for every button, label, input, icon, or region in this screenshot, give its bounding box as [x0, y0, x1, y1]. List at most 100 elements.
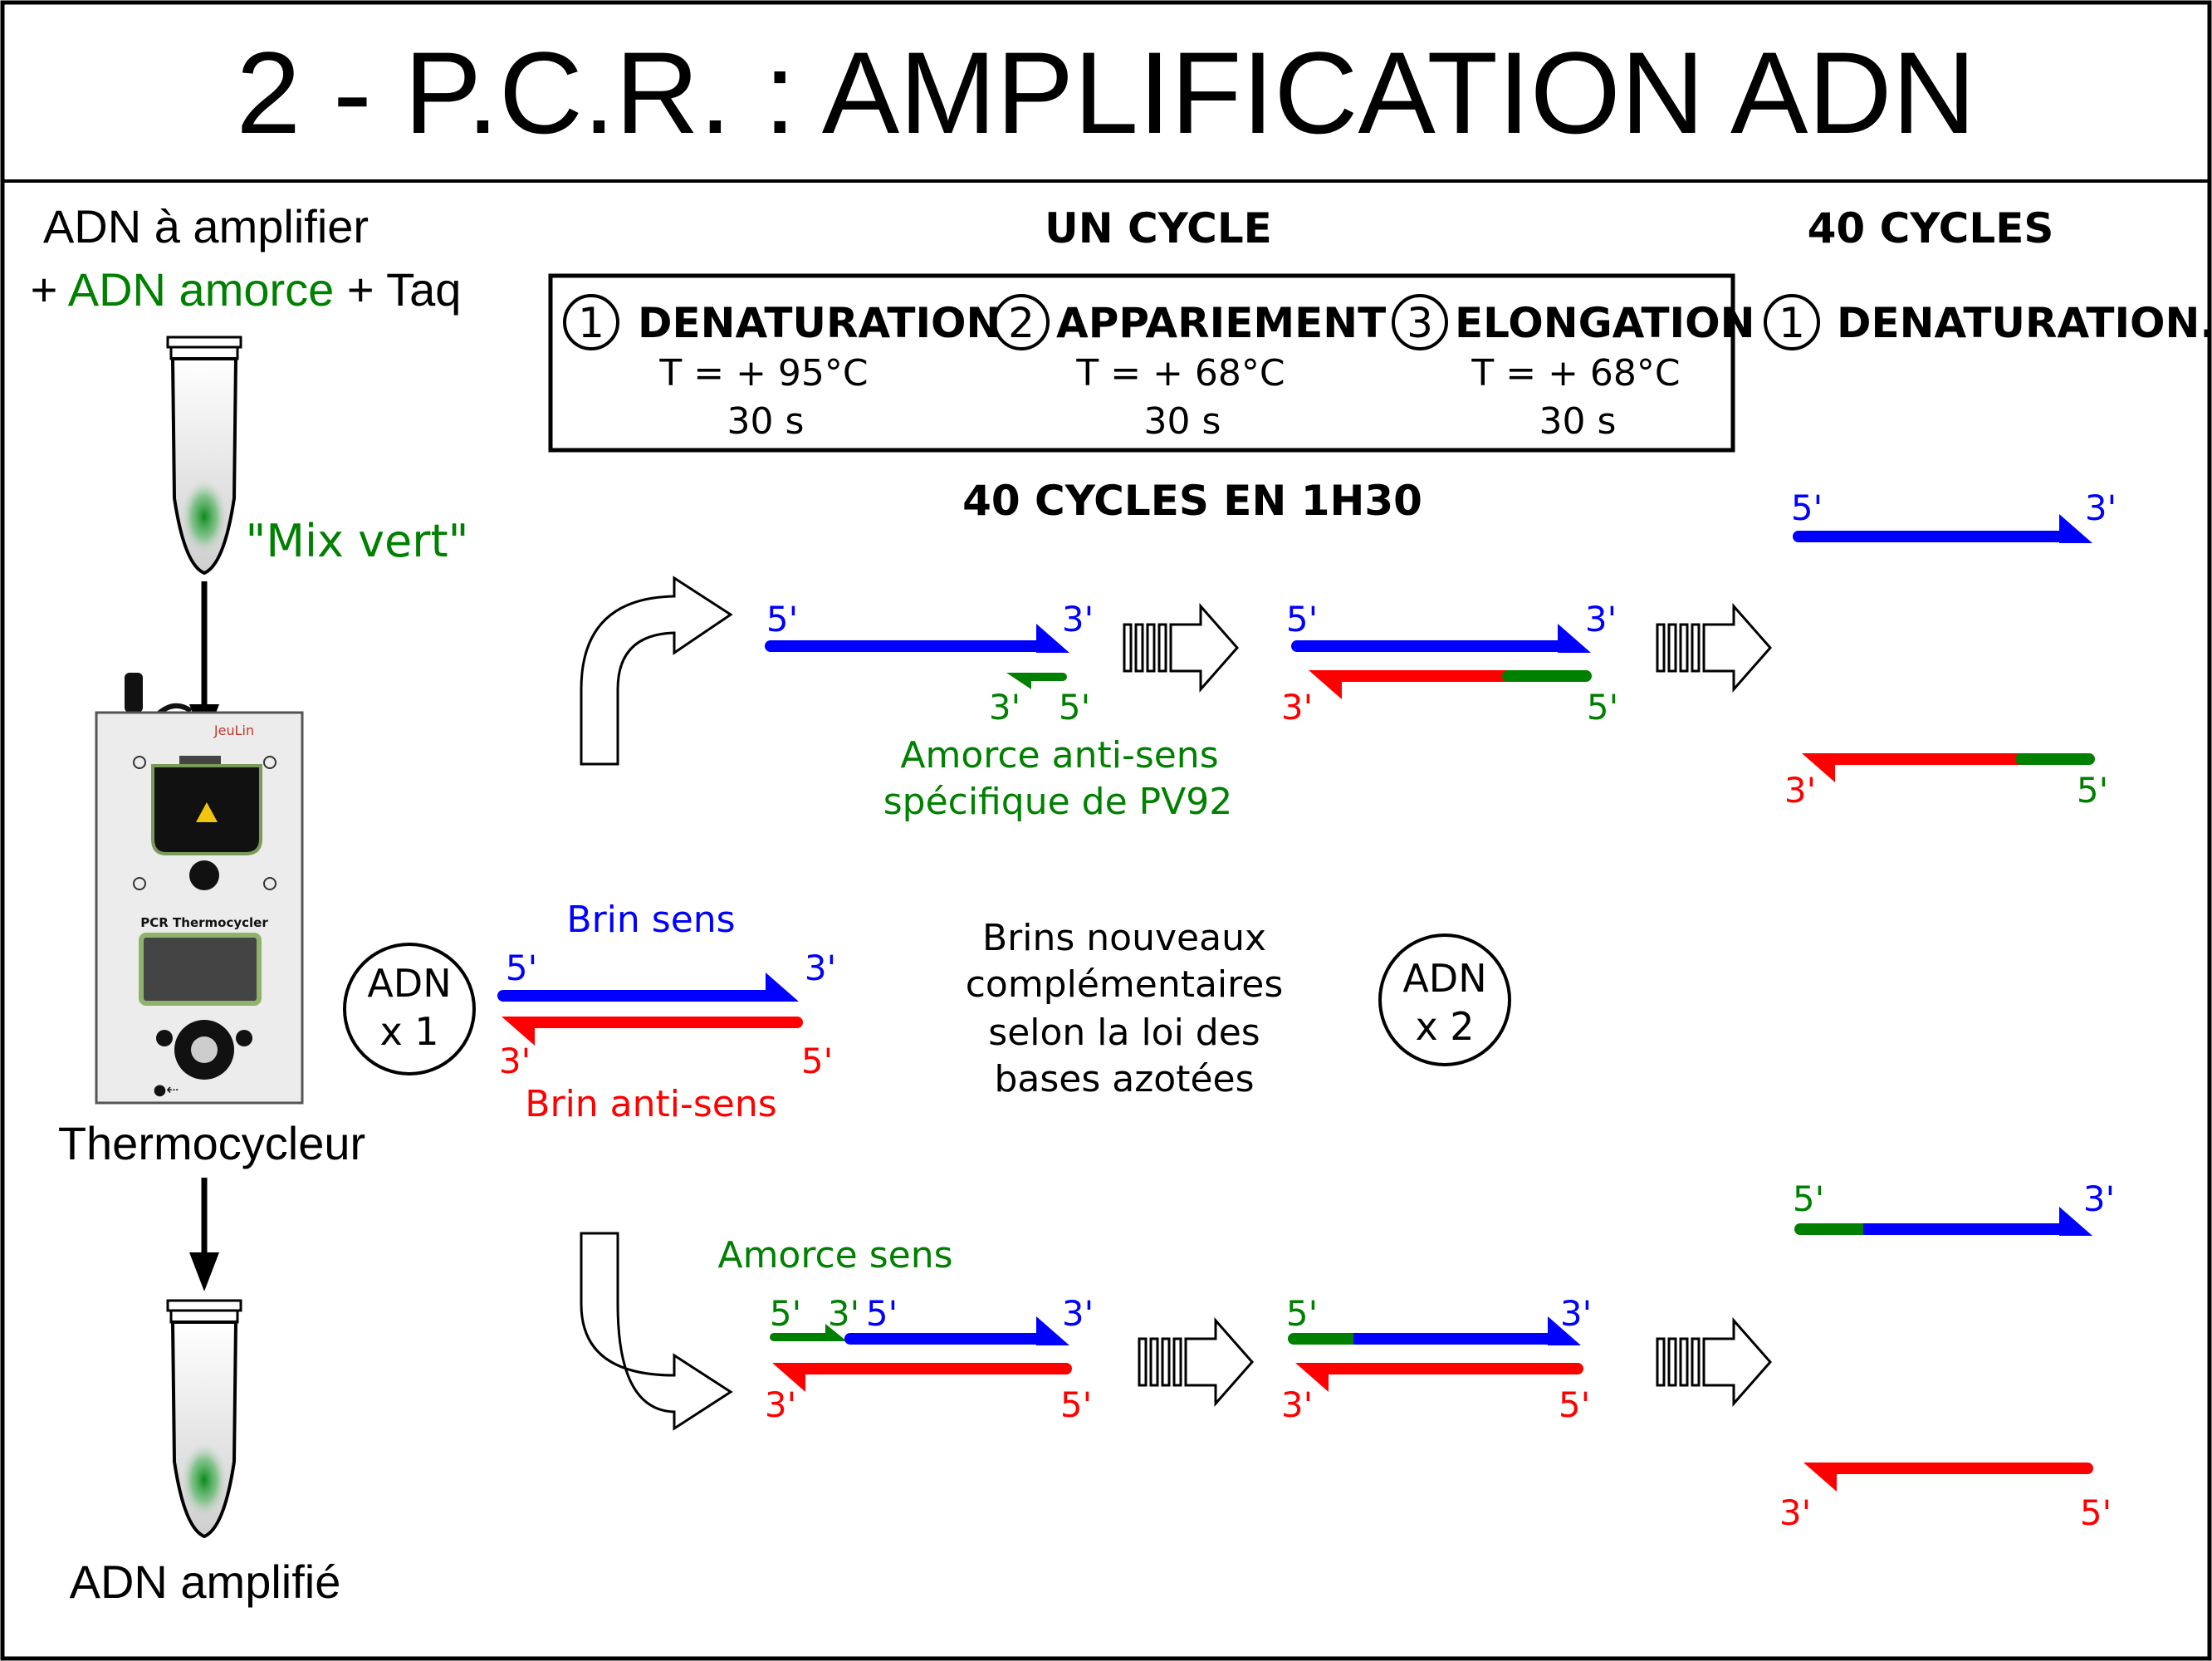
- adn-x2-count: x 2: [1415, 1004, 1474, 1049]
- label-5prime: 5': [1060, 1384, 1092, 1425]
- label-3prime: 3': [1784, 770, 1816, 811]
- screw-icon: [133, 877, 146, 890]
- page-title: 2 - P.C.R. : AMPLIFICATION ADN: [236, 27, 1975, 158]
- curved-arrow-up-icon: [580, 576, 733, 766]
- strand-antisens-head: [772, 1363, 805, 1392]
- step-duration: 30 s: [1144, 400, 1221, 443]
- strand-antisens-head: [1802, 753, 1835, 782]
- strand-antisens-head: [1295, 1363, 1329, 1392]
- step-name: ELONGATION: [1455, 299, 1755, 347]
- label-3prime: 3': [2083, 1178, 2115, 1219]
- step-name: DENATURATION...: [1837, 299, 2212, 347]
- screw-icon: [263, 756, 276, 769]
- step-number: 2: [1008, 299, 1035, 347]
- step-appariement: 2 APPARIEMENT T = + 68°C 30 s: [993, 294, 1386, 443]
- label-3prime: 3': [1585, 599, 1617, 639]
- step-temperature: T = + 68°C: [1075, 352, 1285, 394]
- label-5prime: 5': [801, 1041, 833, 1081]
- label-3prime: 3': [2085, 488, 2117, 528]
- step-elongation: 3 ELONGATION T = + 68°C 30 s: [1392, 294, 1755, 443]
- label-5prime: 5': [1793, 1178, 1824, 1219]
- strand-sens-head: [1548, 1316, 1581, 1345]
- strand-sens-head: [1036, 624, 1069, 653]
- block-arrow-icon: [1656, 1317, 1772, 1407]
- strand-antisens-head: [502, 1017, 535, 1046]
- warning-icon: [196, 802, 218, 822]
- strand-antisens-head: [1309, 670, 1342, 699]
- step-number: 1: [1779, 299, 1805, 347]
- label-3prime: 3': [989, 687, 1020, 728]
- forty-cycles-heading: 40 CYCLES: [1808, 204, 2054, 252]
- step-number: 1: [578, 299, 604, 347]
- thermocycler-model: PCR Thermocycler: [140, 915, 268, 930]
- tube-amplified-icon: [166, 1299, 242, 1539]
- strand-antisens-head: [1803, 1463, 1837, 1492]
- step-number-circle: [1764, 294, 1820, 350]
- screw-icon: [133, 756, 146, 769]
- step-temperature: T = + 68°C: [1471, 352, 1680, 394]
- adn-x2-label: ADN: [1402, 956, 1486, 1001]
- step-number-circle: [563, 294, 619, 350]
- primer-antisens-head: [1006, 673, 1031, 689]
- adn-x1-count: x 1: [379, 1009, 438, 1054]
- screw-icon: [263, 877, 276, 890]
- brins-text-line-4: bases azotées: [994, 1058, 1254, 1100]
- label-3prime: 3': [1281, 687, 1313, 728]
- adn-x2-circle: [1378, 933, 1511, 1066]
- strand-sens-head: [2059, 1207, 2092, 1236]
- block-arrow-icon: [1656, 603, 1772, 693]
- step-duration: 30 s: [727, 400, 805, 443]
- mix-vert-label: "Mix vert": [246, 515, 469, 567]
- strand-sens-head: [2059, 514, 2092, 543]
- label-5prime: 5': [1791, 488, 1823, 528]
- adn-amplifie-label: ADN amplifié: [70, 1556, 341, 1608]
- label-5prime: 5': [1286, 1293, 1318, 1334]
- label-5prime: 5': [1587, 687, 1618, 728]
- step-number: 3: [1407, 299, 1433, 347]
- brins-text-line-2: complémentaires: [966, 963, 1284, 1006]
- label-3prime: 3': [1062, 599, 1094, 639]
- label-3prime: 3': [1560, 1293, 1592, 1334]
- label-5prime: 5': [1286, 599, 1318, 639]
- label-3prime: 3': [805, 948, 836, 988]
- un-cycle-heading: UN CYCLE: [1045, 204, 1272, 252]
- usb-icon: ●⇠: [154, 1081, 179, 1099]
- label-3prime: 3': [765, 1384, 796, 1425]
- brin-sens-label: Brin sens: [566, 899, 735, 941]
- label-3prime: 3': [1062, 1293, 1094, 1334]
- step-number-circle: [1392, 294, 1448, 350]
- step-number-circle: [993, 294, 1050, 350]
- strand-sens-head: [766, 973, 799, 1002]
- lock-knob-icon: [189, 860, 219, 890]
- amorce-sens-label: Amorce sens: [717, 1234, 952, 1276]
- label-5prime: 5': [770, 1293, 801, 1334]
- thermocycleur-label: Thermocycleur: [58, 1117, 365, 1169]
- mix-composition-line: + ADN amorce + Taq: [31, 263, 462, 316]
- arrow-to-amplified-head: [189, 1252, 219, 1291]
- primer-sens-head: [825, 1324, 847, 1341]
- brins-text-line-1: Brins nouveaux: [982, 917, 1266, 959]
- label-3prime: 3': [1281, 1384, 1313, 1425]
- curved-arrow-down-icon: [580, 1232, 733, 1431]
- label-5prime: 5': [766, 599, 798, 639]
- label-5prime: 5': [1559, 1384, 1590, 1425]
- step-duration: 30 s: [1539, 400, 1617, 443]
- step-next-denaturation: 1 DENATURATION...: [1764, 294, 2212, 350]
- strand-sens-head: [1558, 624, 1591, 653]
- step-denaturation: 1 DENATURATION T = + 95°C 30 s: [563, 294, 1001, 443]
- brin-antisens-label: Brin anti-sens: [525, 1083, 776, 1125]
- step-name: APPARIEMENT: [1056, 299, 1386, 347]
- amorce-antisens-label-2: spécifique de PV92: [883, 781, 1233, 823]
- step-name: DENATURATION: [638, 299, 1001, 347]
- label-3prime: 3': [1779, 1492, 1811, 1533]
- label-3prime: 3': [499, 1041, 531, 1081]
- label-5prime: 5': [2077, 770, 2108, 811]
- strand-sens-head: [1036, 1316, 1069, 1345]
- adn-x1-label: ADN: [367, 961, 451, 1006]
- thermocycler-brand: JeuLin: [213, 723, 254, 738]
- thermocycler-device: JeuLin PCR Thermocycler ●⇠: [95, 673, 304, 1105]
- cycles-duration-heading: 40 CYCLES EN 1H30: [962, 477, 1422, 525]
- brins-text-line-3: selon la loi des: [988, 1012, 1260, 1054]
